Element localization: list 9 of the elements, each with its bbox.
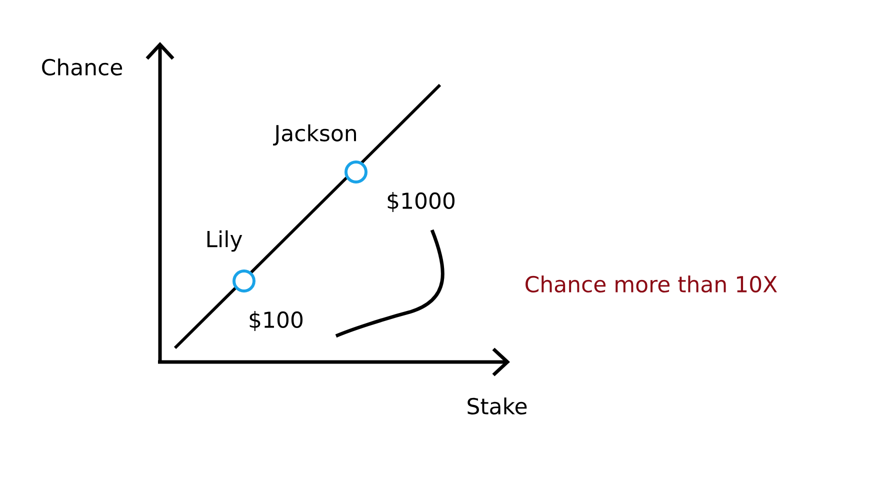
point-label: $100	[250, 311, 303, 331]
annotation-text: Chance more than 10X	[526, 275, 777, 292]
axis-label: Chance	[42, 58, 122, 76]
point-marker	[232, 270, 256, 292]
point-label: Lily	[207, 230, 242, 252]
axis-label: Stake	[468, 397, 527, 414]
point-marker	[344, 160, 368, 184]
point-label: Jackson	[273, 124, 356, 146]
point-label: $1000	[388, 192, 454, 212]
